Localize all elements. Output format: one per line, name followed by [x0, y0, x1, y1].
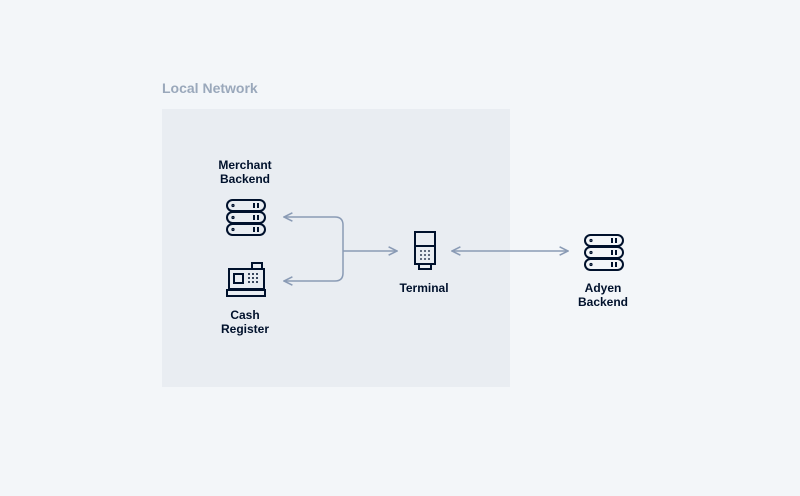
arrow-cash-register — [284, 251, 344, 281]
cash-register-icon — [226, 262, 266, 297]
merchant-backend-label-line2: Backend — [219, 172, 271, 186]
terminal-label-line1: Terminal — [399, 281, 449, 295]
adyen-backend-label-line2: Backend — [577, 295, 629, 309]
merchant-backend-label: Merchant Backend — [205, 158, 285, 186]
connector-local-to-terminal — [284, 217, 397, 281]
cash-register-label-line1: Cash — [230, 308, 260, 322]
local-network-title: Local Network — [162, 80, 258, 96]
adyen-server-icon — [584, 234, 624, 271]
cash-register-keypad — [248, 273, 258, 283]
terminal-keypad — [420, 250, 430, 260]
merchant-backend-label-line1: Merchant — [218, 158, 272, 172]
arrow-merchant-backend — [284, 217, 344, 251]
terminal-label: Terminal — [384, 281, 464, 295]
cash-register-label: Cash Register — [205, 308, 285, 336]
merchant-server-icon — [226, 199, 266, 236]
payment-terminal-icon — [414, 231, 436, 270]
adyen-backend-label-line1: Adyen — [584, 281, 622, 295]
cash-register-label-line2: Register — [220, 322, 270, 336]
adyen-backend-label: Adyen Backend — [563, 281, 643, 309]
